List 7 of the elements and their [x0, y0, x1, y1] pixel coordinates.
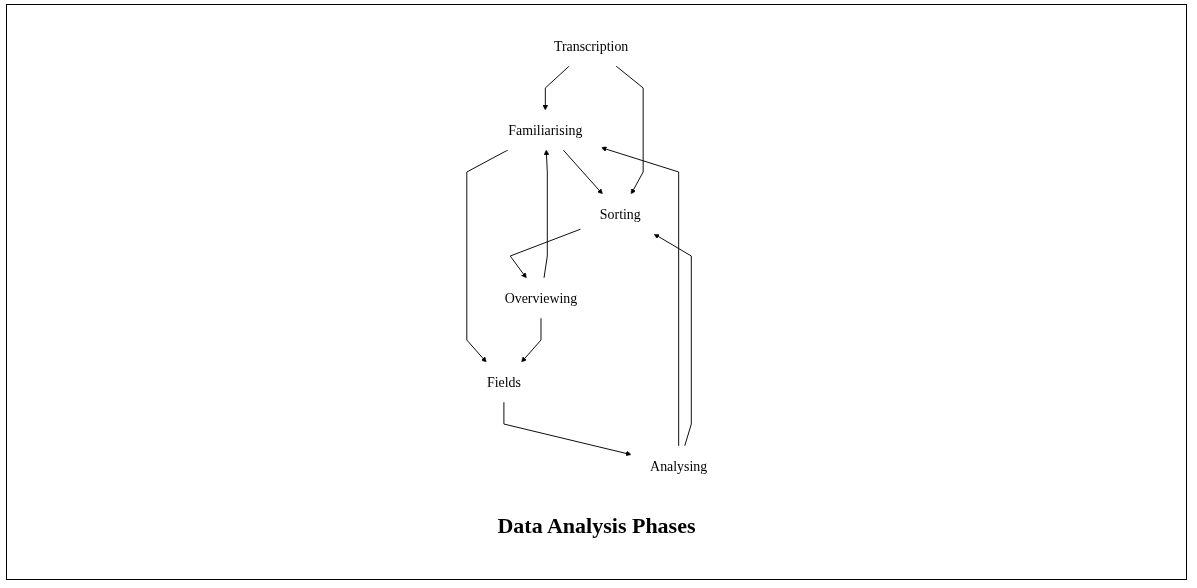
- node-text: Sorting: [599, 206, 641, 222]
- node-text: Analysing: [650, 458, 708, 474]
- node-text: Fields: [486, 374, 521, 390]
- node-text: Transcription: [553, 38, 629, 54]
- node-text: Overviewing: [504, 290, 578, 306]
- node-text: Familiarising: [508, 122, 583, 138]
- diagram-caption: Data Analysis Phases: [497, 513, 696, 539]
